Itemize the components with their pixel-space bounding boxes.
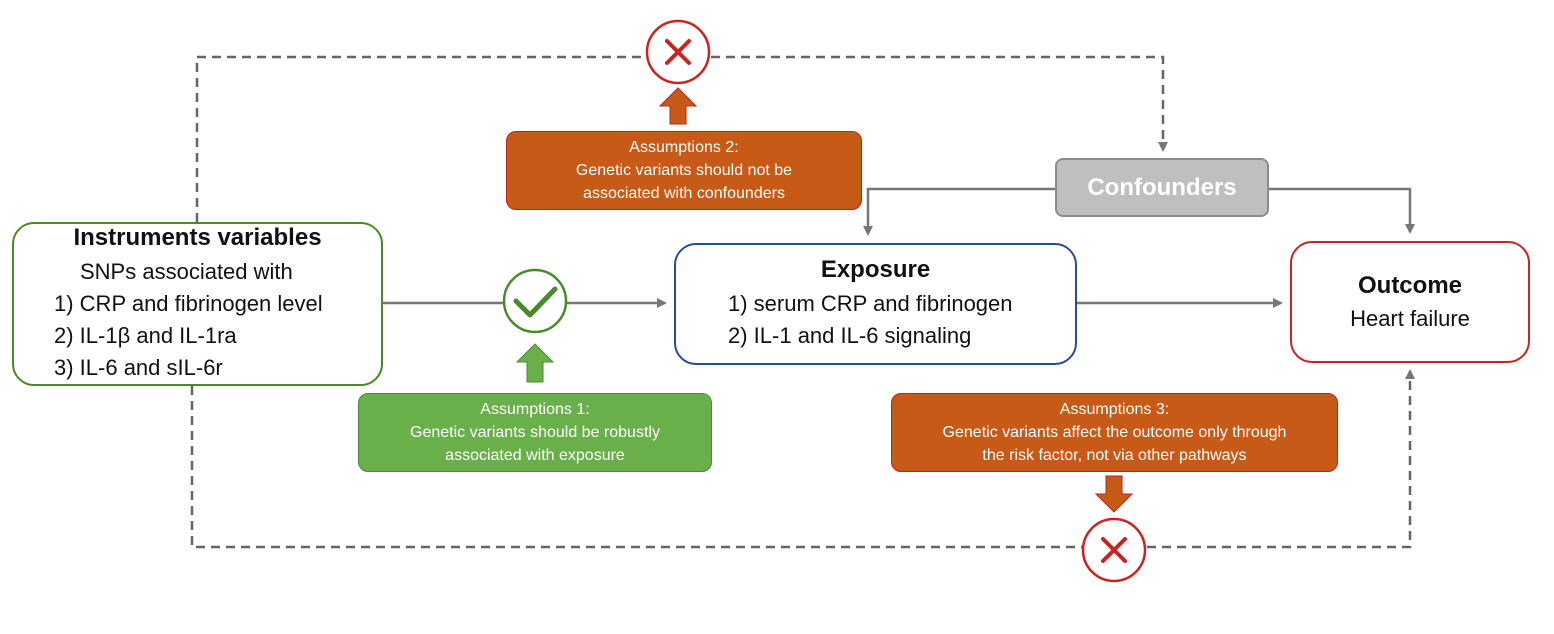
assumption-2-text: associated with confounders xyxy=(583,185,785,202)
instruments-variables-box: Instruments variables SNPs associated wi… xyxy=(12,222,383,386)
confounders-box: Confounders xyxy=(1055,158,1269,217)
instruments-subtitle: SNPs associated with xyxy=(80,259,293,284)
outcome-subtitle: Heart failure xyxy=(1350,306,1470,331)
arrow-confounders-to-exposure xyxy=(863,187,1055,236)
instrument-item: 3) IL-6 and sIL-6r xyxy=(54,355,223,380)
dashed-path-top xyxy=(195,55,645,222)
exposure-title: Exposure xyxy=(820,256,931,283)
exposure-item: 2) IL-1 and IL-6 signaling xyxy=(728,323,972,348)
assumption-1-text: associated with exposure xyxy=(445,447,625,464)
assumption-3-heading: Assumptions 3: xyxy=(1059,401,1170,418)
assumption-3-text: Genetic variants affect the outcome only… xyxy=(942,424,1287,441)
confounders-label: Confounders xyxy=(1087,173,1237,201)
instrument-item: 1) CRP and fibrinogen level xyxy=(54,291,323,316)
assumption-1-text: Genetic variants should be robustly xyxy=(410,424,660,441)
dashed-path-bottom xyxy=(190,386,1082,549)
up-arrow-icon xyxy=(515,343,555,383)
down-arrow-icon xyxy=(1094,475,1134,513)
check-circle-icon xyxy=(502,268,568,334)
assumption-2-heading: Assumptions 2: xyxy=(629,139,739,156)
dashed-path-top-right xyxy=(711,55,1168,152)
dashed-path-bottom-right xyxy=(1147,369,1415,549)
cross-circle-icon xyxy=(1081,517,1147,583)
instrument-item: 2) IL-1β and IL-1ra xyxy=(54,323,237,348)
assumption-2-box: Assumptions 2: Genetic variants should n… xyxy=(506,131,862,210)
assumption-3-text: the risk factor, not via other pathways xyxy=(982,447,1247,464)
assumption-1-heading: Assumptions 1: xyxy=(480,401,590,418)
arrow-confounders-to-outcome xyxy=(1269,187,1415,234)
up-arrow-icon xyxy=(658,87,698,125)
cross-circle-icon xyxy=(645,19,711,85)
assumption-2-text: Genetic variants should not be xyxy=(575,162,793,179)
assumption-1-box: Assumptions 1: Genetic variants should b… xyxy=(358,393,712,472)
outcome-box: Outcome Heart failure xyxy=(1290,241,1530,363)
outcome-title: Outcome xyxy=(1357,272,1462,299)
instruments-title: Instruments variables xyxy=(73,224,322,251)
assumption-3-box: Assumptions 3: Genetic variants affect t… xyxy=(891,393,1338,472)
exposure-box: Exposure 1) serum CRP and fibrinogen 2) … xyxy=(674,243,1077,365)
exposure-item: 1) serum CRP and fibrinogen xyxy=(728,291,1013,316)
